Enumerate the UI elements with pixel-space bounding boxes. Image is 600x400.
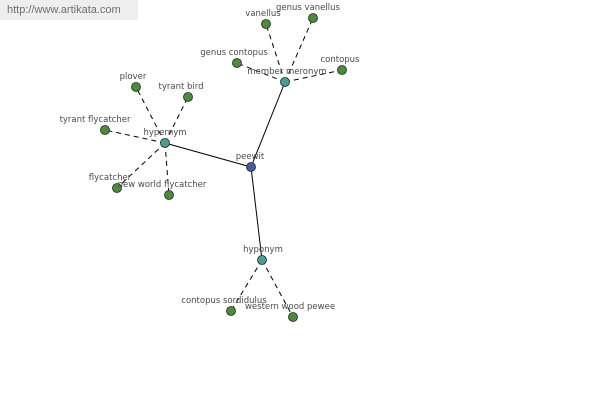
edge-peewit-member-meronym: [250, 81, 286, 168]
label-western-wood-pewee: western wood pewee: [245, 302, 335, 312]
label-vanellus: vanellus: [245, 9, 281, 19]
node-contopus-sordidulus[interactable]: [226, 306, 236, 316]
edge-member-meronym-genus-vanellus: [284, 17, 314, 83]
node-new-world-flycatcher[interactable]: [164, 190, 174, 200]
label-hyponym: hyponym: [243, 245, 283, 255]
edge-peewit-hyponym: [250, 166, 263, 261]
node-tyrant-flycatcher[interactable]: [100, 125, 110, 135]
edge-hypernym-tyrant-flycatcher: [104, 129, 166, 144]
edge-member-meronym-vanellus: [265, 23, 286, 83]
node-genus-vanellus[interactable]: [308, 13, 318, 23]
node-flycatcher[interactable]: [112, 183, 122, 193]
node-vanellus[interactable]: [261, 19, 271, 29]
label-plover: plover: [120, 72, 147, 82]
label-contopus-sordidulus: contopus sordidulus: [181, 296, 267, 306]
label-genus-vanellus: genus vanellus: [276, 3, 340, 13]
label-tyrant-bird: tyrant bird: [159, 82, 204, 92]
edge-peewit-hypernym: [164, 142, 252, 168]
node-member-meronym[interactable]: [280, 77, 290, 87]
node-tyrant-bird[interactable]: [183, 92, 193, 102]
label-contopus: contopus: [320, 55, 360, 65]
edge-hyponym-western-wood-pewee: [261, 259, 294, 318]
node-contopus[interactable]: [337, 65, 347, 75]
node-peewit[interactable]: [246, 162, 256, 172]
label-new-world-flycatcher: new world flycatcher: [118, 180, 207, 190]
node-plover[interactable]: [131, 82, 141, 92]
edge-member-meronym-contopus: [284, 69, 343, 83]
node-genus-contopus[interactable]: [232, 58, 242, 68]
label-member-meronym: member meronym: [247, 67, 326, 77]
node-hypernym[interactable]: [160, 138, 170, 148]
label-tyrant-flycatcher: tyrant flycatcher: [60, 115, 131, 125]
edge-hyponym-contopus-sordidulus: [230, 259, 263, 312]
node-hyponym[interactable]: [257, 255, 267, 265]
watermark-text: http://www.artikata.com: [0, 0, 138, 20]
label-flycatcher: flycatcher: [89, 173, 132, 183]
edge-hypernym-plover: [135, 86, 166, 144]
edge-hypernym-flycatcher: [116, 142, 166, 189]
label-hypernym: hypernym: [143, 128, 186, 138]
node-western-wood-pewee[interactable]: [288, 312, 298, 322]
label-genus-contopus: genus contopus: [200, 48, 268, 58]
label-peewit: peewit: [236, 152, 265, 162]
